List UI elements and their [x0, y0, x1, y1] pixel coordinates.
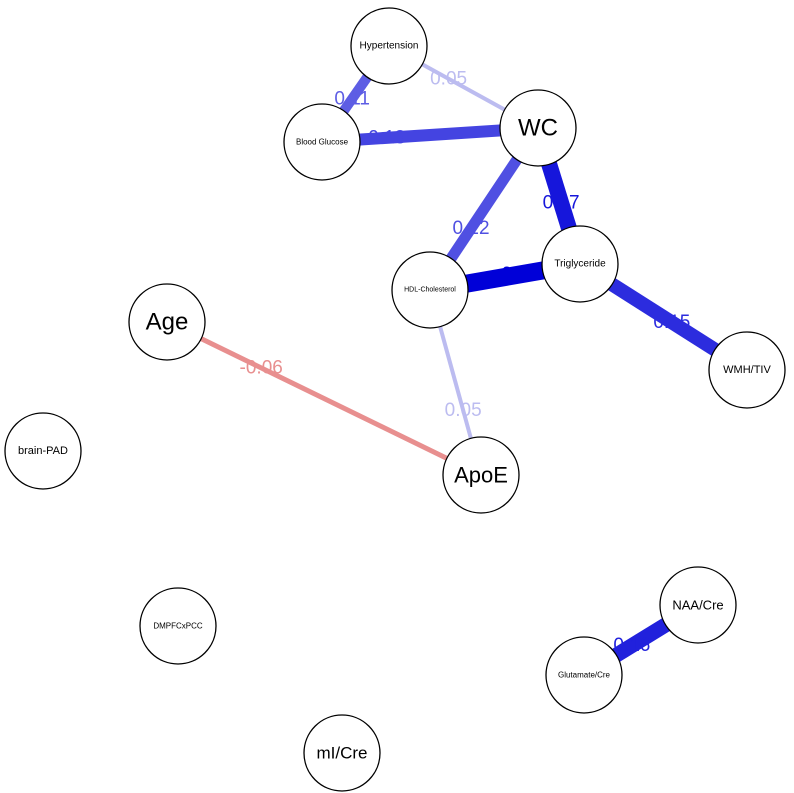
node-glutamate-cre: Glutamate/Cre: [545, 636, 623, 714]
edge-label-naa-cre-glutamate-cre: 0.16: [613, 635, 650, 656]
node-label-wmh-tiv: WMH/TIV: [723, 364, 771, 376]
edge-labels-layer: 0.11 0.05 0.13 0.12 0.17 0.19 0.15 0.05 -0.06 0.1…: [240, 68, 691, 656]
edge-label-hypertension-wc: 0.05: [430, 68, 467, 89]
node-brain-pad: brain-PAD: [4, 412, 82, 490]
node-circle-apoe: [442, 436, 520, 514]
edge-label-triglyceride-wmh-tiv: 0.15: [653, 312, 690, 333]
node-label-hdl-cholesterol: HDL-Cholesterol: [404, 287, 456, 294]
edge-age-apoe: [165, 319, 483, 478]
node-apoe: ApoE: [442, 436, 520, 514]
node-circle-dmpfcxpcc: [139, 587, 217, 665]
node-circle-hypertension: [350, 7, 428, 85]
edge-label-hypertension-blood-glucose: 0.11: [334, 88, 370, 109]
node-triglyceride: Triglyceride: [541, 225, 619, 303]
node-circle-triglyceride: [541, 225, 619, 303]
node-wmh-tiv: WMH/TIV: [708, 331, 786, 409]
node-label-hypertension: Hypertension: [360, 41, 419, 52]
node-blood-glucose: Blood Glucose: [283, 103, 361, 181]
node-label-dmpfcxpcc: DMPFCxPCC: [153, 622, 203, 631]
node-circle-naa-cre: [659, 566, 737, 644]
node-label-naa-cre: NAA/Cre: [672, 598, 723, 613]
node-age: Age: [128, 283, 206, 361]
node-naa-cre: NAA/Cre: [659, 566, 737, 644]
node-circle-wmh-tiv: [708, 331, 786, 409]
node-label-glutamate-cre: Glutamate/Cre: [558, 671, 611, 680]
edge-label-wc-hdl-cholesterol: 0.12: [453, 218, 490, 239]
edge-label-wc-triglyceride: 0.17: [543, 192, 580, 213]
edge-label-hdl-cholesterol-triglyceride: 0.19: [502, 264, 539, 285]
node-circle-glutamate-cre: [545, 636, 623, 714]
node-wc: WC: [499, 89, 577, 167]
node-circle-mi-cre: [303, 714, 381, 792]
node-label-brain-pad: brain-PAD: [18, 445, 68, 457]
node-circle-age: [128, 283, 206, 361]
node-label-triglyceride: Triglyceride: [554, 259, 606, 270]
node-mi-cre: mI/Cre: [303, 714, 381, 792]
node-label-blood-glucose: Blood Glucose: [296, 138, 349, 147]
node-dmpfcxpcc: DMPFCxPCC: [139, 587, 217, 665]
node-circle-wc: [499, 89, 577, 167]
node-label-wc: WC: [518, 115, 558, 142]
node-hypertension: Hypertension: [350, 7, 428, 85]
node-label-mi-cre: mI/Cre: [317, 744, 368, 763]
node-label-age: Age: [146, 309, 189, 336]
edge-label-age-apoe: -0.06: [240, 357, 283, 378]
node-circle-hdl-cholesterol: [391, 251, 469, 329]
node-circle-blood-glucose: [283, 103, 361, 181]
node-label-apoe: ApoE: [454, 463, 508, 488]
node-circle-brain-pad: [4, 412, 82, 490]
edge-label-hdl-cholesterol-apoe: 0.05: [445, 400, 482, 421]
node-hdl-cholesterol: HDL-Cholesterol: [391, 251, 469, 329]
edge-label-blood-glucose-wc: 0.13: [368, 127, 405, 148]
